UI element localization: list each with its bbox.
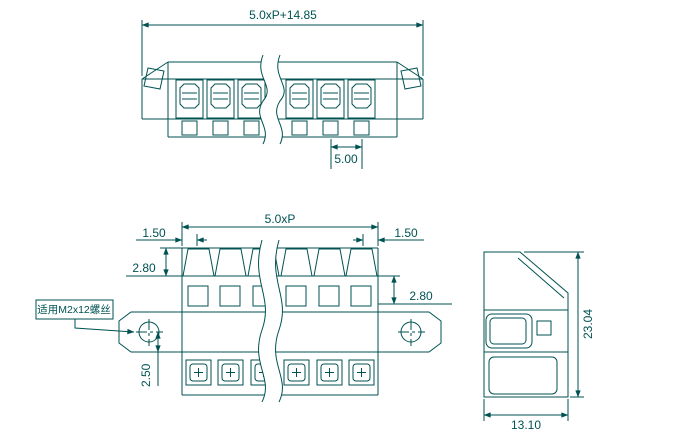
side-view xyxy=(483,251,569,398)
screw-head-cell xyxy=(316,359,343,386)
screw-head-cell xyxy=(348,359,375,386)
clamp-block xyxy=(485,313,533,349)
side-details xyxy=(484,257,568,353)
mount-ears xyxy=(118,311,442,353)
wire-clamp xyxy=(313,248,346,277)
wire-clamp xyxy=(182,248,215,277)
dim-plan-margin-right: 1.50 xyxy=(394,226,418,240)
dim-plan-margin-left: 1.50 xyxy=(142,226,166,240)
screw-head-cell xyxy=(283,359,310,386)
screw-head-cell xyxy=(217,359,244,386)
terminal-cell xyxy=(206,79,235,136)
front-outline xyxy=(141,61,424,138)
extension-lines xyxy=(126,222,452,386)
wire-entry-hole xyxy=(350,285,372,307)
base-cavity xyxy=(488,356,558,395)
screw-note-label: 适用M2x12螺丝 xyxy=(37,304,111,316)
plan-dimensions: 5.0xP 1.50 1.50 2.80 2.80 2.50 适用M2x12螺丝 xyxy=(35,212,452,387)
extension-lines xyxy=(141,20,424,169)
plan-view xyxy=(118,239,442,403)
front-view xyxy=(141,54,424,145)
front-dimensions: 5.0xP+14.85 5.00 xyxy=(141,8,424,169)
wire-entry-hole xyxy=(187,285,209,307)
wire-entry-hole xyxy=(318,285,340,307)
wire-port xyxy=(536,320,552,336)
dim-side-depth: 13.10 xyxy=(511,418,541,432)
terminal-cell xyxy=(316,79,345,136)
wire-clamp xyxy=(214,248,247,277)
dim-plan-mount-offset: 2.50 xyxy=(139,363,153,387)
dim-plan-width: 5.0xP xyxy=(265,212,296,226)
dim-front-pitch: 5.00 xyxy=(334,152,358,166)
side-outline xyxy=(483,251,569,398)
terminal-cell xyxy=(347,79,376,136)
wire-clamp xyxy=(345,248,378,277)
dim-front-total: 5.0xP+14.85 xyxy=(249,8,317,22)
dim-plan-height-left: 2.80 xyxy=(132,261,156,275)
terminal-cell xyxy=(285,79,314,136)
screw-note-leader xyxy=(74,319,135,335)
break-line xyxy=(258,239,283,403)
clamp-block-inner xyxy=(489,317,527,345)
extension-lines xyxy=(483,251,584,421)
break-mask xyxy=(258,240,283,402)
terminal-cell xyxy=(175,79,204,136)
side-dimensions: 23.04 13.10 xyxy=(483,251,595,432)
break-line xyxy=(259,54,285,145)
break-mask xyxy=(259,55,285,144)
wire-clamp xyxy=(280,248,313,277)
mount-ear-slots xyxy=(143,67,422,90)
wire-entry-hole xyxy=(219,285,241,307)
wire-entry-hole xyxy=(285,285,307,307)
screw-head-cell xyxy=(185,359,212,386)
dim-side-height: 23.04 xyxy=(581,309,595,339)
dim-plan-height-right: 2.80 xyxy=(409,289,433,303)
